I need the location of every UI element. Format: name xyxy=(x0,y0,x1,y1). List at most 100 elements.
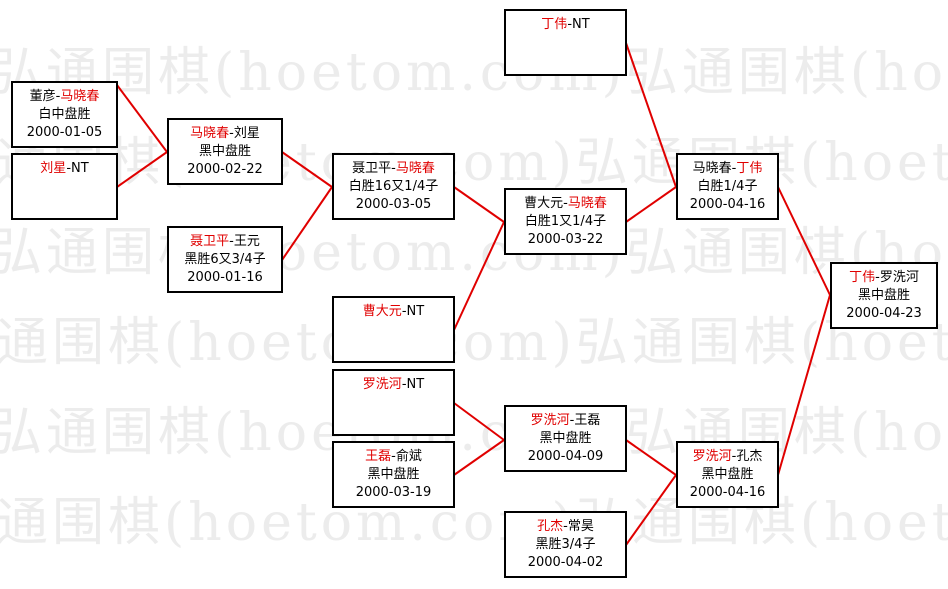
player-2: 俞斌 xyxy=(395,449,422,464)
match-players: 聂卫平-王元 xyxy=(169,233,281,251)
match-players: 曹大元-NT xyxy=(334,303,453,321)
player-2: 王元 xyxy=(233,234,260,249)
player-1: 聂卫平 xyxy=(190,234,230,249)
match-date: 2000-04-16 xyxy=(689,485,766,500)
match-box: 丁伟-NT xyxy=(504,9,627,76)
match-date: 2000-01-16 xyxy=(187,270,263,285)
player-1: 罗洗河 xyxy=(362,377,402,392)
separator: - xyxy=(563,519,568,534)
connector-line xyxy=(281,151,333,188)
match-result: 黑中盘胜 xyxy=(857,288,910,303)
match-result: 黑中盘胜 xyxy=(367,467,420,482)
match-players: 丁伟-NT xyxy=(506,16,625,34)
player-2: 罗洗河 xyxy=(879,270,919,285)
player-2: 常昊 xyxy=(567,519,594,534)
player-1: 孔杰 xyxy=(537,519,564,534)
player-1: 马晓春 xyxy=(190,126,230,141)
connector-line xyxy=(625,186,677,223)
match-players: 聂卫平-马晓春 xyxy=(334,160,453,178)
separator: - xyxy=(229,126,234,141)
player-1: 丁伟 xyxy=(541,17,568,32)
match-date: 2000-04-23 xyxy=(846,306,922,321)
separator: - xyxy=(391,161,396,176)
connector-line xyxy=(625,439,677,476)
separator: - xyxy=(401,377,407,392)
connector-line xyxy=(777,186,831,296)
separator: - xyxy=(66,161,72,176)
match-date: 2000-03-05 xyxy=(355,197,432,212)
match-result: 白胜1又1/4子 xyxy=(524,214,607,229)
match-box: 聂卫平-马晓春 白胜16又1/4子 2000-03-05 xyxy=(332,153,455,220)
player-2: NT xyxy=(71,161,89,176)
match-date: 2000-03-19 xyxy=(355,485,432,500)
separator: - xyxy=(731,161,737,176)
player-2: 王磊 xyxy=(574,413,601,428)
match-players: 罗洗河-NT xyxy=(334,376,453,394)
match-box: 罗洗河-孔杰 黑中盘胜 2000-04-16 xyxy=(676,441,779,508)
match-box: 董彦-马晓春 白中盘胜 2000-01-05 xyxy=(11,81,118,148)
match-result: 白中盘胜 xyxy=(38,107,91,122)
match-box: 罗洗河-NT xyxy=(332,369,455,436)
connector-line xyxy=(453,221,505,331)
match-box: 曹大元-马晓春 白胜1又1/4子 2000-03-22 xyxy=(504,188,627,255)
match-date: 2000-01-05 xyxy=(26,125,103,140)
match-date: 2000-04-16 xyxy=(689,197,766,212)
final-match-box: 丁伟-罗洗河 黑中盘胜 2000-04-23 xyxy=(830,262,938,329)
player-2: 马晓春 xyxy=(395,161,435,176)
match-players: 董彦-马晓春 xyxy=(13,88,116,106)
separator: - xyxy=(567,17,573,32)
separator: - xyxy=(563,196,568,211)
player-1: 刘星 xyxy=(40,161,67,176)
connector-line xyxy=(625,474,677,546)
match-box: 王磊-俞斌 黑中盘胜 2000-03-19 xyxy=(332,441,455,508)
player-1: 罗洗河 xyxy=(692,449,732,464)
separator: - xyxy=(401,304,407,319)
match-players: 马晓春-丁伟 xyxy=(678,160,777,178)
player-1: 丁伟 xyxy=(849,270,876,285)
player-2: NT xyxy=(406,304,425,319)
match-result: 白胜1/4子 xyxy=(697,179,758,194)
separator: - xyxy=(391,449,396,464)
player-1: 董彦 xyxy=(29,89,56,104)
connector-line xyxy=(116,84,168,153)
match-date: 2000-04-09 xyxy=(527,449,604,464)
match-result: 黑胜6又3/4子 xyxy=(184,252,266,267)
player-1: 马晓春 xyxy=(692,161,732,176)
connector-line xyxy=(453,402,505,441)
match-result: 黑中盘胜 xyxy=(539,431,592,446)
player-2: 孔杰 xyxy=(736,449,763,464)
match-box: 罗洗河-王磊 黑中盘胜 2000-04-09 xyxy=(504,405,627,472)
player-2: 马晓春 xyxy=(567,196,607,211)
match-result: 黑胜3/4子 xyxy=(535,537,596,552)
match-date: 2000-04-02 xyxy=(527,555,604,570)
player-1: 曹大元 xyxy=(362,304,402,319)
match-players: 王磊-俞斌 xyxy=(334,448,453,466)
connector-line xyxy=(453,186,505,223)
match-box: 曹大元-NT xyxy=(332,296,455,363)
separator: - xyxy=(229,234,234,249)
match-players: 马晓春-刘星 xyxy=(169,125,281,143)
match-result: 黑中盘胜 xyxy=(701,467,754,482)
match-result: 黑中盘胜 xyxy=(198,144,251,159)
match-box: 孔杰-常昊 黑胜3/4子 2000-04-02 xyxy=(504,511,627,578)
connector-line xyxy=(116,151,168,188)
connector-line xyxy=(777,294,831,476)
match-date: 2000-03-22 xyxy=(527,232,604,247)
match-box: 刘星-NT xyxy=(11,153,118,220)
match-players: 罗洗河-孔杰 xyxy=(678,448,777,466)
match-box: 马晓春-丁伟 白胜1/4子 2000-04-16 xyxy=(676,153,779,220)
connector-line xyxy=(625,42,677,188)
match-date: 2000-02-22 xyxy=(187,162,263,177)
match-players: 罗洗河-王磊 xyxy=(506,412,625,430)
player-2: NT xyxy=(406,377,425,392)
player-2: 刘星 xyxy=(233,126,260,141)
match-players: 刘星-NT xyxy=(13,160,116,178)
match-box: 马晓春-刘星 黑中盘胜 2000-02-22 xyxy=(167,118,283,185)
match-players: 丁伟-罗洗河 xyxy=(832,269,936,287)
player-1: 曹大元 xyxy=(524,196,564,211)
player-2: 丁伟 xyxy=(736,161,763,176)
separator: - xyxy=(875,270,880,285)
player-1: 罗洗河 xyxy=(530,413,570,428)
connector-line xyxy=(281,186,333,261)
